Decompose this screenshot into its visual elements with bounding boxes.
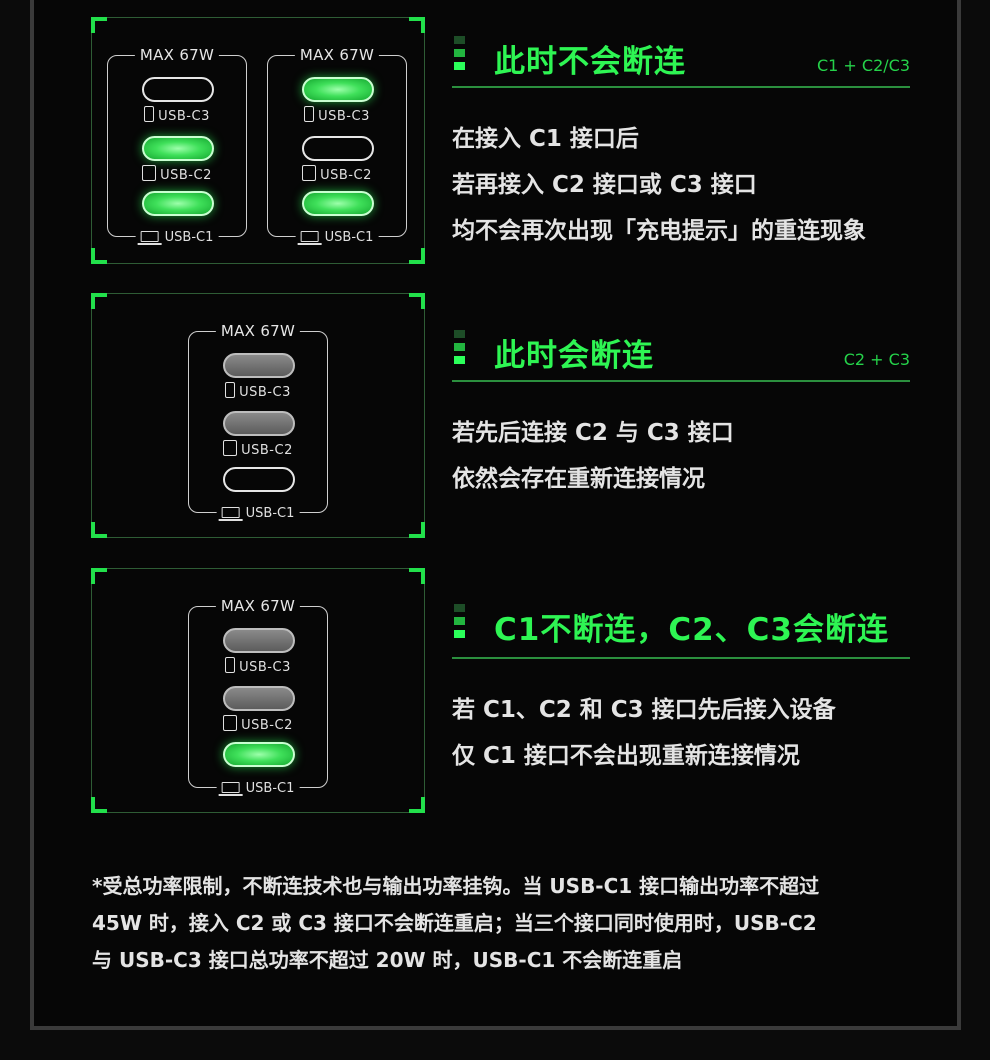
port-c2-inactive	[302, 136, 374, 161]
port-c2-inactive	[223, 686, 295, 711]
laptop-icon	[137, 231, 162, 245]
section-heading: C1不断连，C2、C3会断连	[494, 612, 889, 648]
footnote-line: *受总功率限制，不断连技术也与输出功率挂钩。当 USB-C1 接口输出功率不超过	[92, 874, 820, 898]
body-line: 依然会存在重新连接情况	[452, 466, 705, 492]
port-c3-inactive	[223, 353, 295, 378]
laptop-icon	[297, 231, 322, 245]
tablet-icon	[142, 165, 157, 181]
tablet-icon	[223, 440, 238, 456]
port-c1-active	[142, 191, 214, 216]
max-power-label: MAX 67W	[215, 597, 301, 615]
max-power-label: MAX 67W	[294, 46, 380, 64]
section-divider	[452, 657, 910, 659]
port-c1-label: USB-C1	[295, 230, 379, 245]
section-body: 在接入 C1 接口后 若再接入 C2 接口或 C3 接口 均不会再次出现「充电提…	[452, 116, 866, 254]
charger-diagram: MAX 67W USB-C3 USB-C2 USB-C1	[188, 322, 328, 521]
port-c1-active	[302, 191, 374, 216]
charger-diagram: MAX 67W USB-C3 USB-C2 USB-C1	[188, 597, 328, 796]
section-body: 若 C1、C2 和 C3 接口先后接入设备 仅 C1 接口不会出现重新连接情况	[452, 687, 836, 779]
body-line: 若先后连接 C2 与 C3 接口	[452, 420, 734, 446]
footnote: *受总功率限制，不断连技术也与输出功率挂钩。当 USB-C1 接口输出功率不超过…	[92, 868, 922, 979]
body-line: 均不会再次出现「充电提示」的重连现象	[452, 218, 866, 244]
section-tag: C2 + C3	[843, 350, 910, 369]
content-frame	[30, 0, 961, 1030]
body-line: 若再接入 C2 接口或 C3 接口	[452, 172, 757, 198]
illustration-panel-2: MAX 67W USB-C3 USB-C2 USB-C1	[91, 293, 425, 538]
port-c2-label: USB-C2	[108, 165, 246, 183]
port-c3-active	[302, 77, 374, 102]
section-c1-no-disconnect: C1不断连，C2、C3会断连 若 C1、C2 和 C3 接口先后接入设备 仅 C…	[452, 604, 910, 784]
charger-diagram: MAX 67W USB-C3 USB-C2 USB-C1	[107, 46, 247, 245]
port-c3-inactive	[223, 628, 295, 653]
phone-icon	[304, 106, 315, 122]
port-c1-label: USB-C1	[216, 506, 300, 521]
section-marker-icon	[454, 36, 465, 75]
section-tag: C1 + C2/C3	[816, 56, 910, 75]
port-c2-inactive	[223, 411, 295, 436]
body-line: 在接入 C1 接口后	[452, 126, 639, 152]
port-c3-inactive	[142, 77, 214, 102]
illustration-panel-3: MAX 67W USB-C3 USB-C2 USB-C1	[91, 568, 425, 813]
section-disconnect: 此时会断连 C2 + C3 若先后连接 C2 与 C3 接口 依然会存在重新连接…	[452, 330, 910, 510]
section-marker-icon	[454, 330, 465, 369]
footnote-line: 45W 时，接入 C2 或 C3 接口不会断连重启；当三个接口同时使用时，USB…	[92, 911, 817, 935]
port-c1-label: USB-C1	[135, 230, 219, 245]
laptop-icon	[218, 507, 243, 521]
port-c3-label: USB-C3	[189, 382, 327, 400]
section-heading: 此时会断连	[494, 338, 654, 374]
section-heading: 此时不会断连	[494, 44, 686, 80]
phone-icon	[144, 106, 155, 122]
port-c2-active	[142, 136, 214, 161]
section-divider	[452, 380, 910, 382]
port-c3-label: USB-C3	[268, 106, 406, 124]
port-c1-active	[223, 742, 295, 767]
port-c2-label: USB-C2	[189, 715, 327, 733]
laptop-icon	[218, 782, 243, 796]
section-no-disconnect: 此时不会断连 C1 + C2/C3 在接入 C1 接口后 若再接入 C2 接口或…	[452, 36, 910, 256]
footnote-line: 与 USB-C3 接口总功率不超过 20W 时，USB-C1 不会断连重启	[92, 948, 683, 972]
port-c3-label: USB-C3	[108, 106, 246, 124]
phone-icon	[225, 657, 236, 673]
port-c3-label: USB-C3	[189, 657, 327, 675]
section-body: 若先后连接 C2 与 C3 接口 依然会存在重新连接情况	[452, 410, 734, 502]
port-c1-inactive	[223, 467, 295, 492]
body-line: 若 C1、C2 和 C3 接口先后接入设备	[452, 697, 836, 723]
port-c1-label: USB-C1	[216, 781, 300, 796]
body-line: 仅 C1 接口不会出现重新连接情况	[452, 743, 800, 769]
charger-diagram: MAX 67W USB-C3 USB-C2 USB-C1	[267, 46, 407, 245]
section-divider	[452, 86, 910, 88]
max-power-label: MAX 67W	[215, 322, 301, 340]
tablet-icon	[223, 715, 238, 731]
phone-icon	[225, 382, 236, 398]
port-c2-label: USB-C2	[189, 440, 327, 458]
max-power-label: MAX 67W	[134, 46, 220, 64]
illustration-panel-1: MAX 67W USB-C3 USB-C2 USB-C1 MAX 67W USB…	[91, 17, 425, 264]
section-marker-icon	[454, 604, 465, 643]
tablet-icon	[302, 165, 317, 181]
port-c2-label: USB-C2	[268, 165, 406, 183]
